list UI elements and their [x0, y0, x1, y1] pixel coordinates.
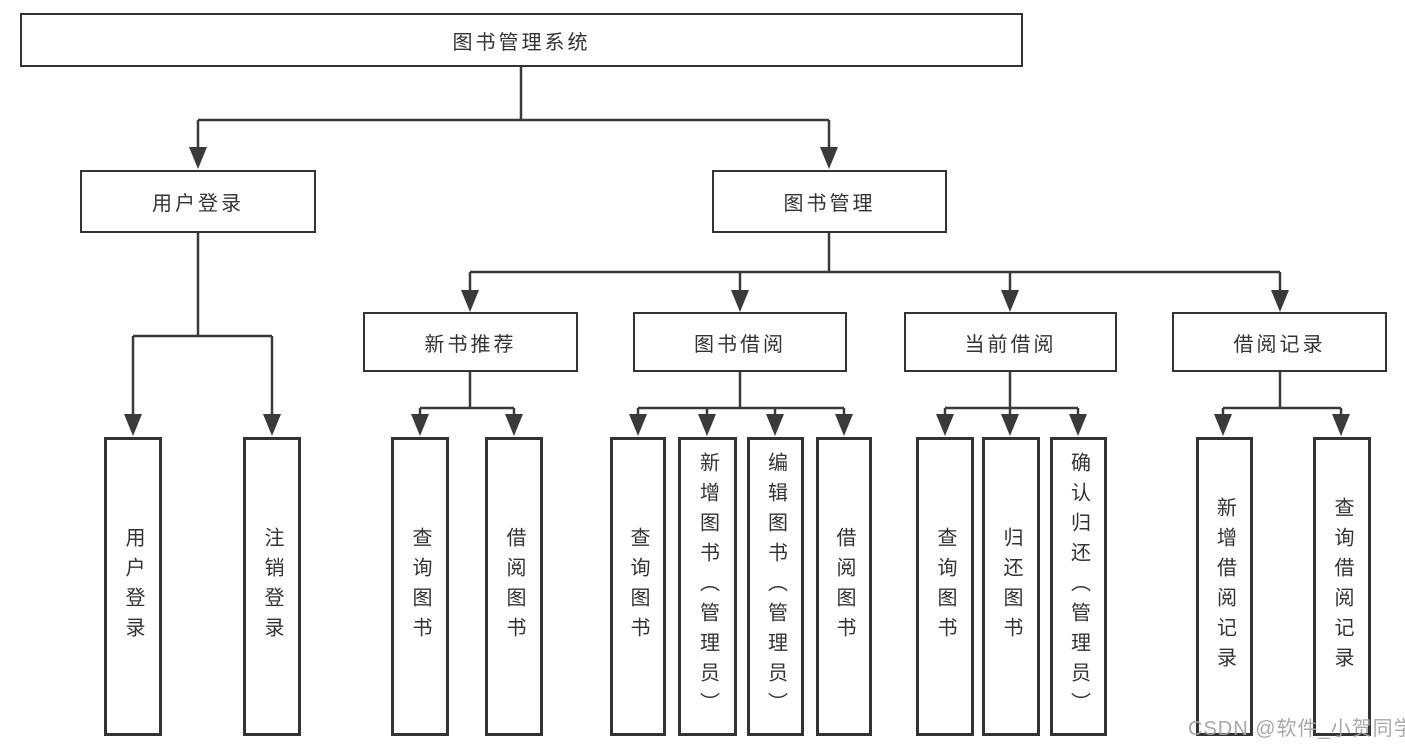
leaf-borrow-books-borrowing: 借阅图书	[816, 437, 872, 736]
leaf-add-books-admin: 新增图书（管理员）	[678, 437, 737, 736]
node-book-management: 图书管理	[712, 170, 947, 233]
arrowhead	[505, 414, 523, 436]
node-current-borrowing-label: 当前借阅	[964, 333, 1057, 356]
arrowhead	[835, 414, 853, 436]
csdn-watermark: CSDN @软件_小贺同学	[1188, 718, 1405, 740]
node-borrowing-records-label: 借阅记录	[1233, 333, 1326, 356]
connector-book-borrowing-children	[629, 372, 853, 436]
leaf-return-books: 归还图书	[982, 437, 1040, 736]
arrowhead	[629, 414, 647, 436]
node-book-borrowing-label: 图书借阅	[694, 333, 786, 356]
arrowhead	[1069, 414, 1087, 436]
node-root: 图书管理系统	[20, 13, 1023, 67]
node-new-book-recommend-label: 新书推荐	[424, 333, 517, 356]
node-borrowing-records: 借阅记录	[1172, 312, 1387, 372]
leaf-borrow-books-recommend: 借阅图书	[485, 437, 543, 736]
leaf-query-books-borrowing: 查询图书	[610, 437, 666, 736]
arrowhead	[189, 147, 207, 169]
leaf-query-borrow-record: 查询借阅记录	[1313, 437, 1371, 736]
connector-book-management-children	[461, 232, 1289, 312]
connector-user-login-children	[124, 233, 281, 436]
leaf-add-borrow-record: 新增借阅记录	[1196, 437, 1253, 736]
arrowhead	[1001, 290, 1019, 312]
connector-current-borrowing-children	[936, 372, 1087, 436]
node-book-borrowing: 图书借阅	[633, 312, 847, 372]
node-root-label: 图书管理系统	[452, 31, 591, 54]
arrowhead	[1214, 414, 1232, 436]
connector-new-book-recommend-children	[411, 372, 523, 436]
arrowhead	[936, 414, 954, 436]
leaf-edit-books-admin: 编辑图书（管理员）	[747, 437, 804, 736]
arrowhead	[698, 414, 716, 436]
arrowhead	[411, 414, 429, 436]
leaf-query-books-recommend: 查询图书	[391, 437, 449, 736]
connector-borrowing-records-children	[1214, 372, 1350, 436]
arrowhead	[461, 290, 479, 312]
leaf-confirm-return-admin: 确认归还（管理员）	[1050, 437, 1107, 736]
node-current-borrowing: 当前借阅	[904, 312, 1117, 372]
arrowhead	[1271, 290, 1289, 312]
arrowhead	[263, 414, 281, 436]
arrowhead	[731, 290, 749, 312]
node-user-login-label: 用户登录	[152, 193, 244, 215]
node-book-management-label: 图书管理	[783, 193, 876, 215]
arrowhead	[1001, 414, 1019, 436]
arrowhead	[124, 414, 142, 436]
leaf-user-login: 用户登录	[104, 437, 162, 736]
arrowhead	[1332, 414, 1350, 436]
leaf-query-books-current: 查询图书	[916, 437, 974, 736]
leaf-logout: 注销登录	[243, 437, 301, 736]
node-new-book-recommend: 新书推荐	[363, 312, 578, 372]
arrowhead	[766, 414, 784, 436]
connector-root-to-level2	[189, 66, 838, 169]
node-user-login: 用户登录	[80, 170, 316, 233]
arrowhead	[820, 147, 838, 169]
